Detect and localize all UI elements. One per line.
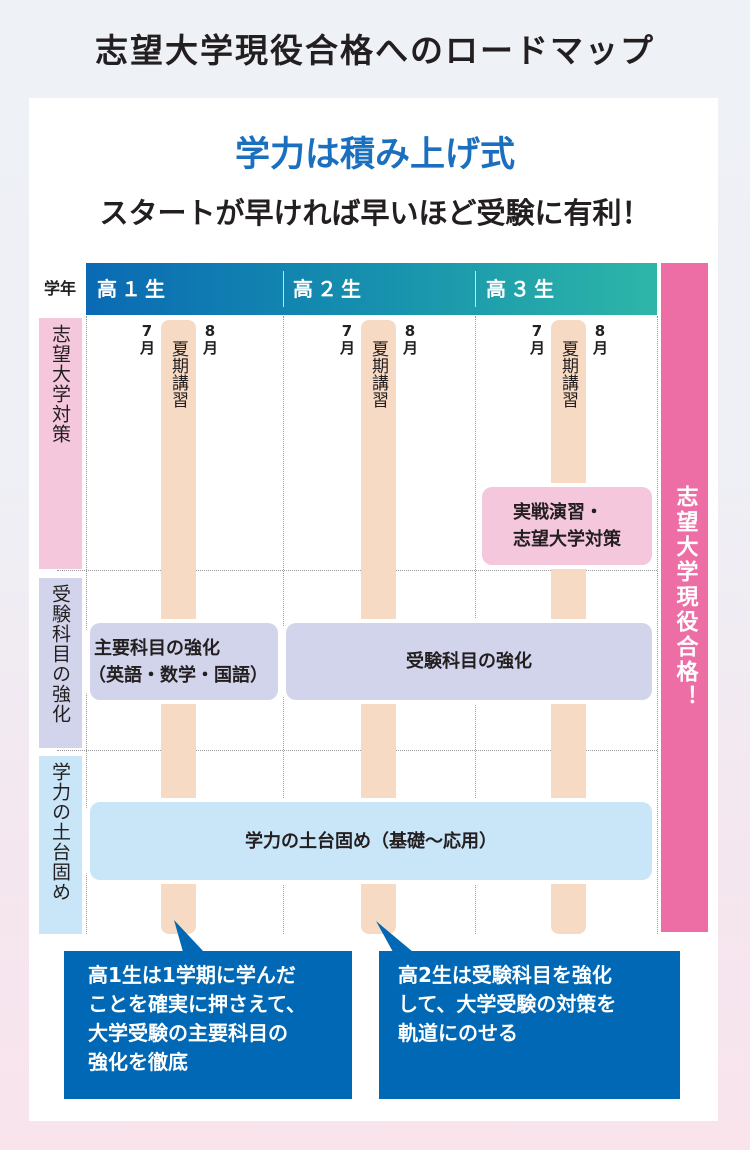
month-marker-august: 8月 xyxy=(201,322,219,355)
block-main-subjects: 主要科目の強化 （英語・数学・国語） xyxy=(88,623,278,700)
callout-text-line: 軌道にのせる xyxy=(398,1021,518,1045)
row-label-text: 学力の土台固め xyxy=(49,762,71,902)
callout-text-line: 高1生は1学期に学んだ xyxy=(88,963,296,987)
grade-axis-label: 学年 xyxy=(43,279,76,298)
month-marker-august: 8月 xyxy=(591,322,609,355)
row-label-exam-subjects: 受験科目の強化 xyxy=(39,578,82,748)
block-practice-university-prep: 実戦演習・ 志望大学対策 xyxy=(482,487,652,565)
callout-text-line: 大学受験の主要科目の xyxy=(88,1021,288,1045)
subheadline: スタートが早ければ早いほど受験に有利！ xyxy=(99,196,651,230)
block-text-line: 主要科目の強化 xyxy=(94,637,220,659)
callout-pointer-icon xyxy=(174,920,204,952)
month-marker-july: 7月 xyxy=(138,322,156,355)
month-marker-july: 7月 xyxy=(528,322,546,355)
grade-divider xyxy=(283,271,284,307)
block-text-line: 志望大学対策 xyxy=(513,529,621,550)
grid-line-vertical xyxy=(86,316,87,934)
summer-course-label: 夏期講習 xyxy=(368,340,388,408)
page-title: 志望大学現役合格へのロードマップ xyxy=(95,31,655,70)
callout-text-line: 高2生は受験科目を強化 xyxy=(398,963,612,987)
month-marker-august: 8月 xyxy=(401,322,419,355)
summer-course-label: 夏期講習 xyxy=(168,340,188,408)
block-text-line: 学力の土台固め（基礎〜応用） xyxy=(245,830,497,852)
grade-1-label: 高１生 xyxy=(97,277,169,301)
block-text-line: （英語・数学・国語） xyxy=(88,664,268,686)
grid-line-horizontal xyxy=(57,570,657,571)
callout-grade-2: 高2生は受験科目を強化 して、大学受験の対策を 軌道にのせる xyxy=(379,951,680,1099)
summer-course-label: 夏期講習 xyxy=(558,340,578,408)
month-marker-july: 7月 xyxy=(338,322,356,355)
grid-line-vertical xyxy=(283,316,284,934)
callout-text-line: 強化を徹底 xyxy=(88,1050,188,1074)
block-foundation: 学力の土台固め（基礎〜応用） xyxy=(90,802,652,880)
grid-line-vertical xyxy=(657,316,658,934)
block-text-line: 受験科目の強化 xyxy=(406,651,532,672)
headline: 学力は積み上げ式 xyxy=(234,135,515,175)
goal-label: 志望大学現役合格！ xyxy=(672,485,698,710)
callout-grade-1: 高1生は1学期に学んだ ことを確実に押さえて、 大学受験の主要科目の 強化を徹底 xyxy=(64,951,352,1099)
goal-column: 志望大学現役合格！ xyxy=(661,263,708,932)
grade-divider xyxy=(475,271,476,307)
grade-header-bar xyxy=(86,263,657,315)
grid-line-horizontal xyxy=(57,750,657,751)
block-text-line: 実戦演習・ xyxy=(513,502,603,523)
callout-text-line: して、大学受験の対策を xyxy=(398,992,617,1016)
callout-text-line: ことを確実に押さえて、 xyxy=(88,992,306,1016)
row-label-text: 志望大学対策 xyxy=(49,324,71,444)
grade-2-label: 高２生 xyxy=(293,277,365,301)
row-label-university-prep: 志望大学対策 xyxy=(39,318,82,569)
row-label-foundation: 学力の土台固め xyxy=(39,756,82,934)
grade-3-label: 高３生 xyxy=(486,277,558,301)
row-label-text: 受験科目の強化 xyxy=(49,584,71,724)
callout-pointer-icon xyxy=(376,921,413,952)
block-exam-subjects: 受験科目の強化 xyxy=(286,623,652,700)
